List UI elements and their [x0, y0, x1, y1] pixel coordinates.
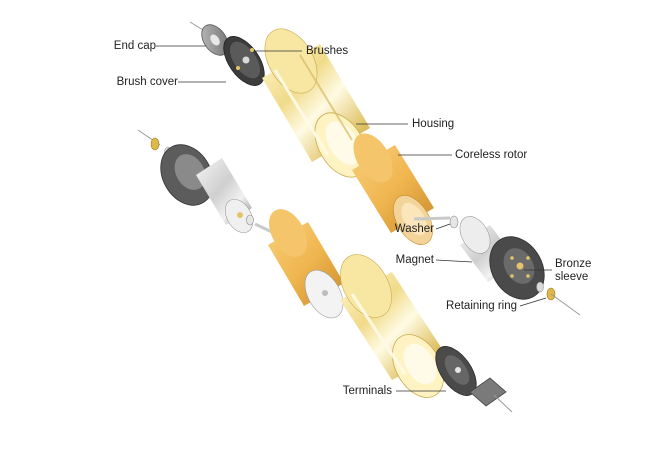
retaining-ring-part — [536, 281, 581, 316]
leader-retaining-ring — [519, 297, 547, 307]
label-end-cap: End cap — [113, 40, 156, 52]
washer-part — [449, 215, 459, 229]
magnet-part — [459, 216, 545, 300]
bronze-sleeve-part — [516, 262, 524, 270]
brush-cover-part — [223, 36, 265, 86]
label-bronze-sleeve-1: Bronze — [555, 258, 592, 270]
end-cap-part — [201, 24, 229, 56]
label-coreless-rotor: Coreless rotor — [455, 149, 528, 161]
label-housing: Housing — [412, 118, 455, 130]
label-washer: Washer — [394, 223, 434, 235]
label-brush-cover: Brush cover — [116, 76, 178, 88]
label-magnet: Magnet — [395, 254, 434, 266]
washer-left-part — [246, 214, 273, 234]
label-bronze-sleeve-2: sleeve — [555, 271, 589, 283]
housing-lower-part — [340, 254, 444, 398]
coreless-rotor-part — [352, 133, 451, 245]
terminals-part — [435, 346, 513, 413]
flange-magnet-left-part — [160, 144, 254, 234]
housing-upper-part — [262, 28, 370, 178]
label-brushes: Brushes — [306, 45, 349, 57]
label-retaining-ring: Retaining ring — [446, 300, 517, 312]
leader-washer — [435, 223, 451, 230]
label-terminals: Terminals — [342, 385, 392, 397]
coreless-rotor-lower-part — [268, 209, 344, 319]
leader-magnet — [435, 259, 473, 263]
